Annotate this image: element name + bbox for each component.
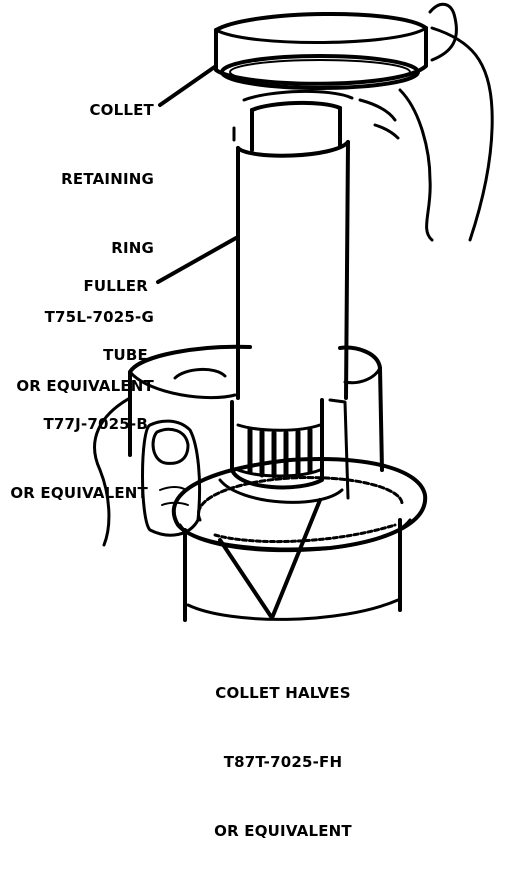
fuller-tube-label: FULLER TUBE T77J-7025-B OR EQUIVALENT	[10, 229, 148, 551]
leader-lines	[158, 66, 320, 618]
halves-line-3: OR EQUIVALENT	[214, 822, 352, 840]
leader-tube	[158, 238, 236, 282]
tube-line-3: T77J-7025-B	[43, 415, 148, 433]
tube-line-2: TUBE	[103, 346, 148, 364]
tool-drawing	[0, 0, 512, 702]
collar	[130, 347, 382, 470]
illustration: COLLET RETAINING RING T75L-7025-G OR EQU…	[0, 0, 512, 840]
collet-halves	[220, 400, 348, 502]
collet-halves-label: COLLET HALVES T87T-7025-FH OR EQUIVALENT	[208, 636, 358, 889]
ring-line-1: COLLET	[89, 101, 154, 119]
collet-retaining-ring-label: COLLET RETAINING RING T75L-7025-G OR EQU…	[16, 53, 154, 444]
gear-ring	[174, 459, 425, 549]
ring-line-3: RING	[111, 239, 154, 257]
tube-line-1: FULLER	[83, 277, 148, 295]
ring-line-5: OR EQUIVALENT	[16, 377, 154, 395]
fuller-tube	[234, 91, 352, 398]
halves-line-2: T87T-7025-FH	[223, 753, 343, 771]
retaining-ring	[216, 14, 426, 88]
ring-line-4: T75L-7025-G	[44, 308, 154, 326]
hand-bottom	[95, 398, 200, 545]
ring-line-2: RETAINING	[61, 170, 154, 188]
halves-line-1: COLLET HALVES	[215, 684, 351, 702]
hand-top	[360, 4, 492, 240]
leader-halves	[220, 500, 320, 618]
leader-ring	[160, 66, 216, 105]
tube-line-4: OR EQUIVALENT	[10, 484, 148, 502]
